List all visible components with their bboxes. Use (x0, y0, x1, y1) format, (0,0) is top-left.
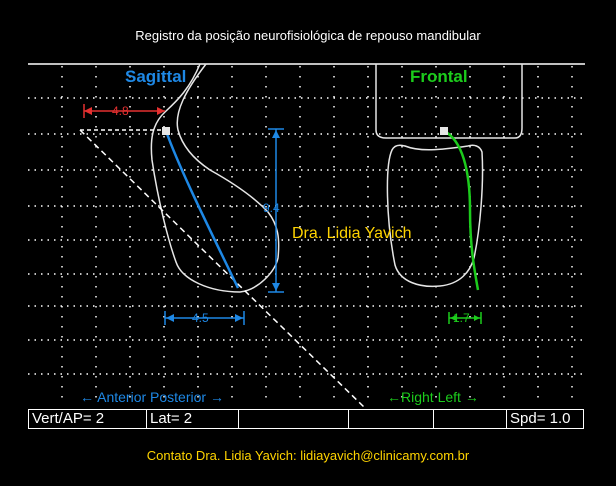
watermark-name: Dra. Lidia Yavich (292, 225, 412, 242)
status-lat: Lat= 2 (147, 410, 239, 428)
frontal-upper-tooth-outline (375, 64, 523, 139)
status-empty-3 (434, 410, 507, 428)
sagittal-trajectory-dashed (79, 129, 366, 409)
frontal-label: Frontal (410, 67, 468, 86)
frontal-path (443, 129, 480, 291)
sagittal-tooth-outline (150, 63, 280, 293)
measure-vertical-value: 9.4 (263, 201, 280, 215)
sagittal-label: Sagittal (125, 67, 187, 86)
chart-title: Registro da posição neurofisiológica de … (135, 28, 481, 43)
measure-red-value: 4.8 (112, 104, 129, 118)
measure-blue-9-4 (268, 128, 284, 293)
measure-green-1-7 (448, 312, 482, 324)
measure-frontal-value: 1.7 (453, 311, 470, 325)
frontal-lower-tooth-outline (386, 144, 484, 288)
frontal-start-marker (440, 127, 448, 135)
status-bar: Vert/AP= 2 Lat= 2 Spd= 1.0 (28, 409, 584, 429)
direction-anterior-posterior: ← Anterior Posterior → (80, 389, 224, 405)
measure-blue-4-5 (164, 311, 245, 325)
measure-horizontal-value: 4.5 (192, 311, 209, 325)
measure-red-4-8 (83, 104, 165, 118)
direction-right-left: ←Right Left → (387, 389, 479, 405)
status-speed: Spd= 1.0 (510, 410, 571, 427)
status-empty-2 (349, 410, 434, 428)
status-vert-ap: Vert/AP= 2 (29, 410, 147, 428)
sagittal-start-marker (162, 127, 170, 135)
contact-line: Contato Dra. Lidia Yavich: lidiayavich@c… (146, 448, 470, 463)
sagittal-path (164, 130, 240, 289)
status-empty-1 (239, 410, 349, 428)
